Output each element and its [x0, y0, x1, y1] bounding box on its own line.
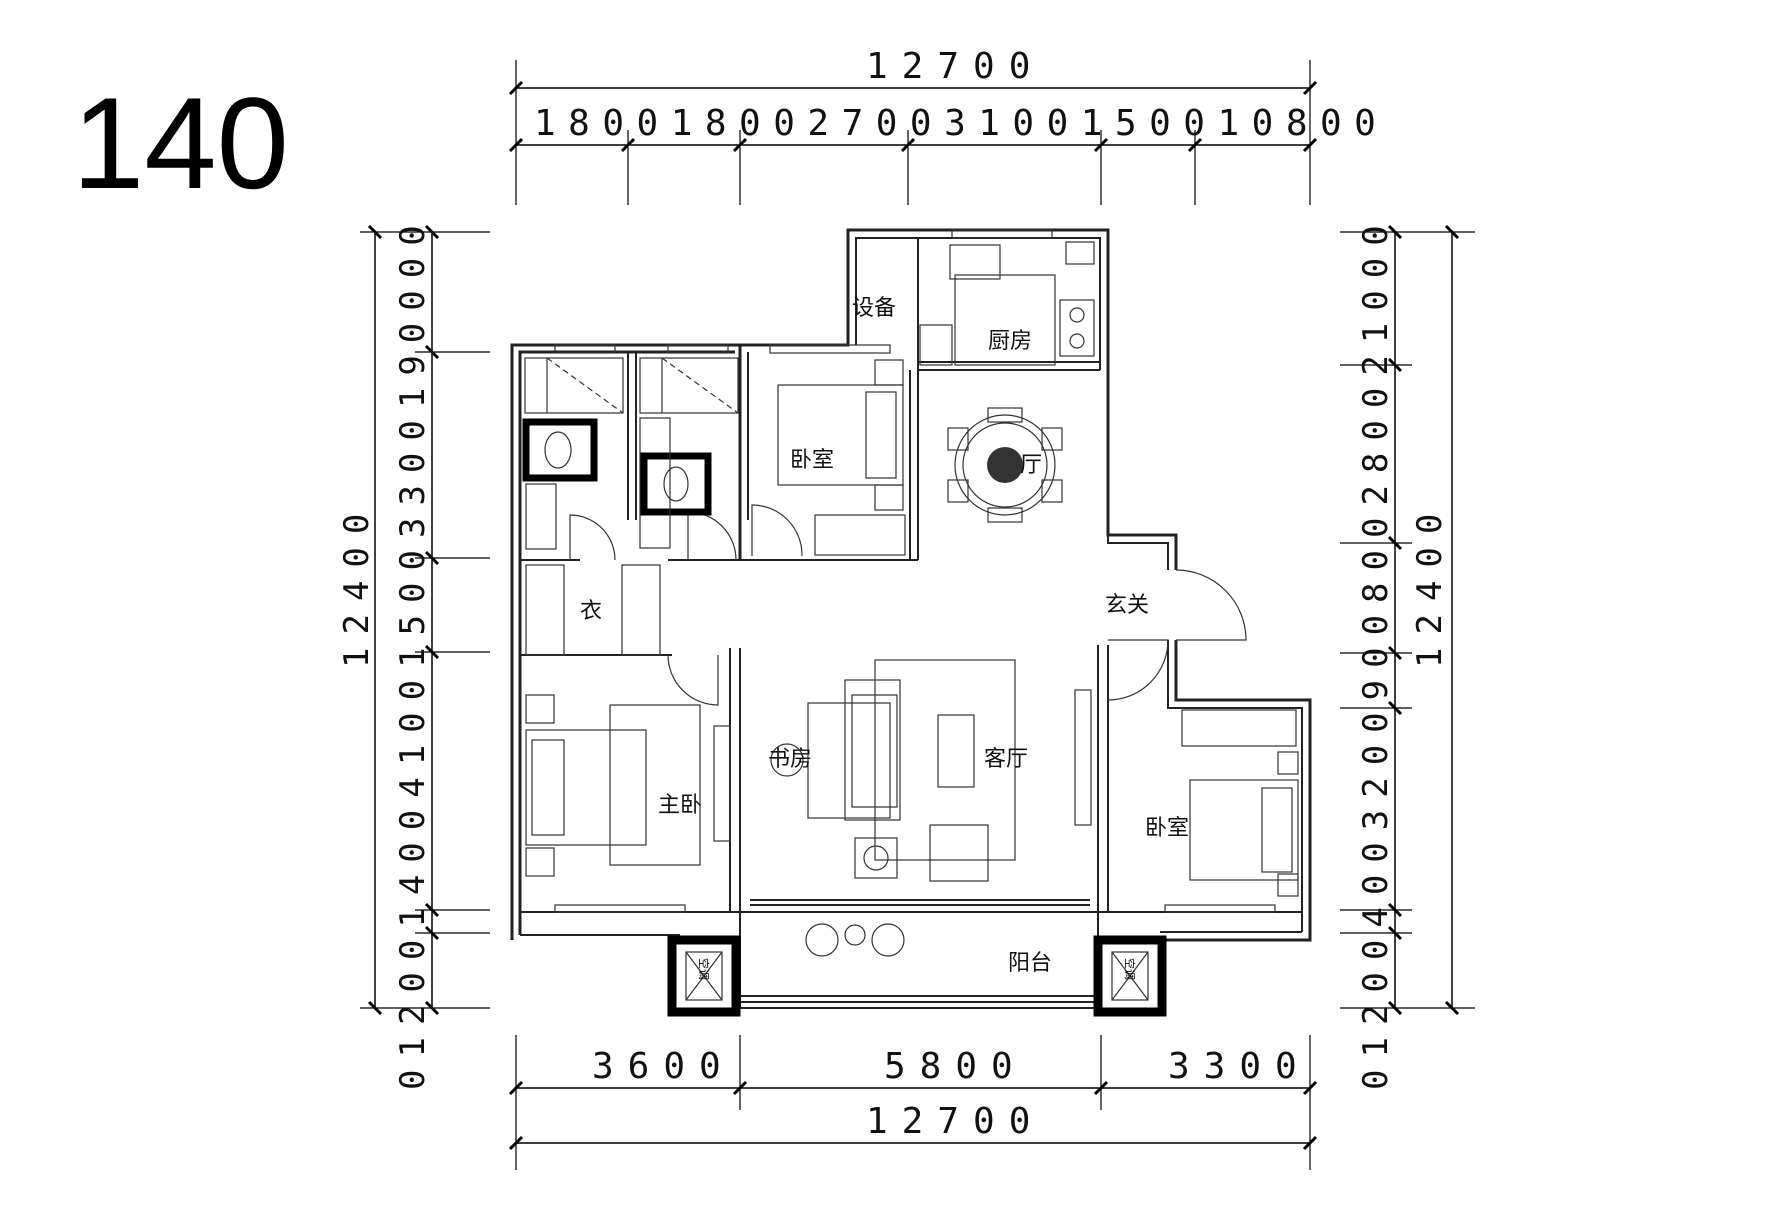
ac-label-right: 空调: [1123, 958, 1137, 980]
room-label-kitchen: 厨房: [988, 329, 1032, 354]
top-dimensions: [508, 60, 1318, 205]
plan-number: 140: [72, 70, 289, 216]
room-label-wardrobe: 衣: [580, 599, 602, 624]
bed-north: [777, 359, 904, 511]
bathroom-east: [639, 357, 739, 549]
bed-east: [1189, 751, 1299, 897]
right-dimensions: [1340, 224, 1475, 1016]
room-label-equipment: 设备: [852, 296, 896, 321]
top-total-dimension: 12700: [866, 46, 1044, 87]
bottom-dimension-center: 5800: [884, 1046, 1027, 1087]
bottom-total-dimension: 12700: [866, 1101, 1044, 1142]
bathroom-west: [522, 357, 624, 550]
bottom-dimension-west: 3600: [592, 1046, 735, 1087]
bottom-dimensions: [508, 1035, 1318, 1170]
room-label-study: 书房: [768, 747, 812, 772]
bed-master: [525, 694, 701, 877]
kitchen-fixtures: [919, 241, 1095, 366]
ac-unit-right: 空调: [1093, 935, 1167, 1017]
room-label-master: 主卧: [658, 793, 702, 818]
left-total-dimension: 12400: [337, 501, 377, 668]
room-label-balcony: 阳台: [1008, 951, 1052, 976]
windows: [554, 229, 1276, 913]
room-label-dining: 厅: [1020, 453, 1042, 478]
left-segment-dimensions: 012001400410015003300190000: [393, 213, 433, 1090]
room-label-bedroom-east: 卧室: [1145, 816, 1189, 841]
ac-unit-left: 空调: [667, 935, 741, 1017]
top-segment-dimensions: 1800180027003100150010800: [534, 103, 1388, 144]
dining-table: [947, 407, 1063, 523]
ac-label-left: 空调: [697, 958, 711, 980]
room-label-living: 客厅: [984, 747, 1028, 772]
room-label-foyer: 玄关: [1105, 593, 1149, 618]
right-segment-dimensions: 012004003200900800280021000: [1356, 213, 1396, 1090]
living-furniture: [770, 659, 1016, 882]
room-label-bedroom-north: 卧室: [790, 448, 834, 473]
balcony-furniture: [805, 923, 905, 957]
right-total-dimension: 12400: [1410, 501, 1450, 668]
bottom-dimension-east: 3300: [1168, 1046, 1311, 1087]
left-dimensions: [360, 224, 490, 1016]
wardrobes: [525, 514, 1297, 747]
